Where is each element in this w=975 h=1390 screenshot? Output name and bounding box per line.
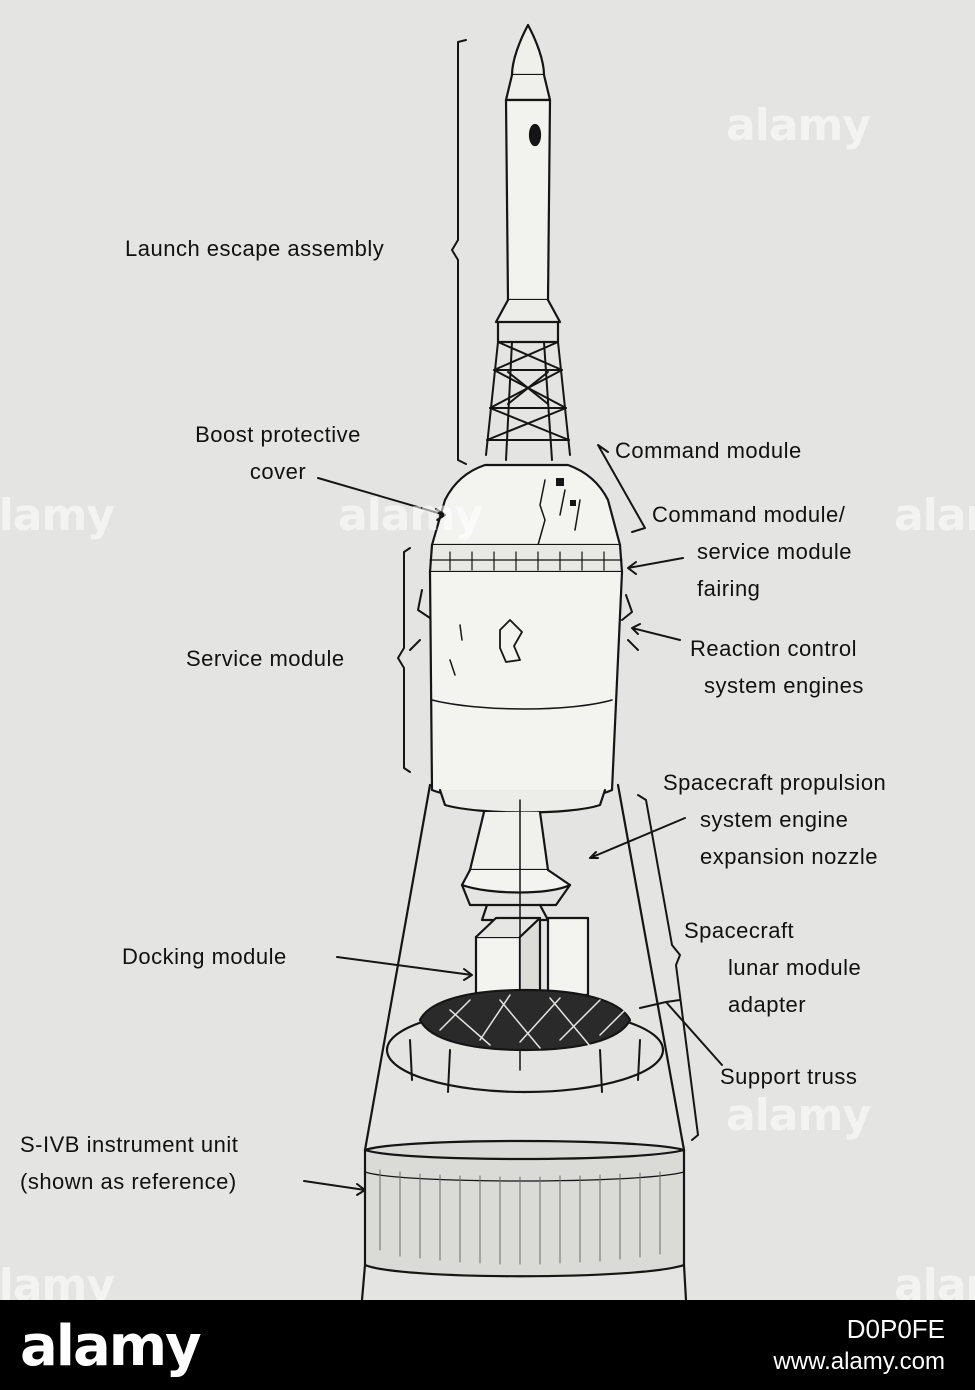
instrument-unit-ring xyxy=(360,1139,688,1300)
label-command-module: Command module xyxy=(615,438,802,463)
image-id: D0P0FE xyxy=(846,1314,945,1344)
label-sps-engine-nozzle: Spacecraft propulsion system engine expa… xyxy=(663,770,887,869)
label-brackets xyxy=(397,39,699,1141)
label-lunar-module-adapter: Spacecraft lunar module adapter xyxy=(684,918,862,1017)
label-docking-module: Docking module xyxy=(122,944,287,969)
site-url: www.alamy.com xyxy=(773,1348,945,1375)
label-boost-protective-cover: Boost protective cover xyxy=(195,422,361,484)
watermark-brand-top: alamy xyxy=(726,100,871,151)
watermark-brand-bottom: alamy xyxy=(726,1090,871,1141)
service-module-cylinder xyxy=(409,570,639,803)
watermark-brand-center: alamy xyxy=(338,490,483,541)
launch-escape-rocket xyxy=(494,23,562,344)
sps-engine-nozzle xyxy=(438,788,607,922)
watermark-brand-left: alamy xyxy=(0,490,115,541)
label-reaction-control-engines: Reaction control system engines xyxy=(690,636,864,698)
spacecraft-drawing xyxy=(303,23,723,1300)
label-cm-sm-fairing: Command module/ service module fairing xyxy=(652,502,852,601)
label-service-module: Service module xyxy=(186,646,345,671)
label-launch-escape-assembly: Launch escape assembly xyxy=(125,236,385,261)
escape-tower-truss xyxy=(485,341,571,461)
watermark-footer: alamy D0P0FE www.alamy.com xyxy=(0,1300,975,1390)
watermark-brand-right: alamy xyxy=(894,490,975,541)
footer-meta: D0P0FE www.alamy.com xyxy=(773,1312,945,1378)
lunar-module-adapter xyxy=(363,783,686,1152)
diagram-canvas: alamy alamy alamy alamy alamy alamy alam… xyxy=(0,0,975,1300)
label-instrument-unit: S-IVB instrument unit (shown as referenc… xyxy=(20,1132,239,1194)
label-support-truss: Support truss xyxy=(720,1064,858,1089)
alamy-logo: alamy xyxy=(20,1314,202,1379)
leader-lines xyxy=(303,444,723,1196)
